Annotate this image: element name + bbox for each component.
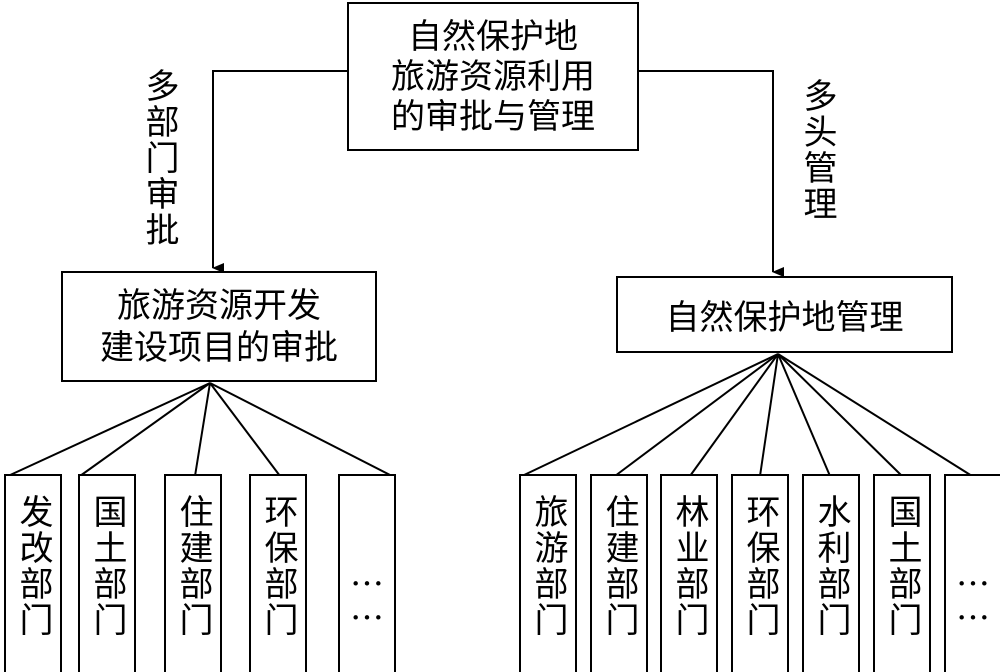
left-dept-1: 发改部门 (4, 474, 62, 672)
left-box: 旅游资源开发 建设项目的审批 (61, 271, 377, 382)
right-dept-5: 水利部门 (802, 474, 860, 672)
left-dept-4: 环保部门 (249, 474, 307, 672)
left-box-line-2: 建设项目的审批 (100, 327, 338, 368)
right-fan-lines (521, 353, 973, 477)
right-dept-2: 住建部门 (590, 474, 648, 672)
right-dept-7: …… (944, 474, 1000, 672)
top-box: 自然保护地 旅游资源利用 的审批与管理 (347, 2, 639, 151)
left-dept-2: 国土部门 (78, 474, 136, 672)
right-dept-4: 环保部门 (731, 474, 789, 672)
left-arrow (212, 70, 347, 273)
top-box-line-2: 旅游资源利用 (391, 56, 595, 97)
left-fan-lines (7, 382, 393, 477)
right-dept-7-label: …… (953, 554, 993, 622)
right-dept-3: 林业部门 (660, 474, 718, 672)
right-dept-1-label: 旅游部门 (528, 494, 568, 638)
left-dept-3: 住建部门 (164, 474, 222, 672)
right-dept-2-label: 住建部门 (599, 494, 639, 638)
right-dept-6-label: 国土部门 (882, 494, 922, 638)
top-box-line-3: 的审批与管理 (391, 96, 595, 137)
left-dept-2-label: 国土部门 (87, 494, 127, 638)
left-arrow-label: 多部门审批 (139, 68, 179, 248)
right-box: 自然保护地管理 (616, 276, 953, 353)
right-dept-5-label: 水利部门 (811, 494, 851, 638)
right-dept-6: 国土部门 (873, 474, 931, 672)
right-box-label: 自然保护地管理 (665, 298, 904, 338)
left-box-line-1: 旅游资源开发 (117, 285, 321, 326)
right-arrow (639, 70, 784, 277)
left-dept-4-label: 环保部门 (258, 494, 298, 638)
left-dept-1-label: 发改部门 (13, 494, 53, 638)
right-dept-3-label: 林业部门 (669, 494, 709, 638)
right-dept-1: 旅游部门 (519, 474, 577, 672)
left-dept-3-label: 住建部门 (173, 494, 213, 638)
left-dept-5: …… (338, 474, 396, 672)
right-dept-4-label: 环保部门 (740, 494, 780, 638)
left-dept-5-label: …… (347, 554, 387, 622)
right-arrow-label: 多头管理 (797, 78, 837, 222)
top-box-line-1: 自然保护地 (408, 16, 578, 57)
